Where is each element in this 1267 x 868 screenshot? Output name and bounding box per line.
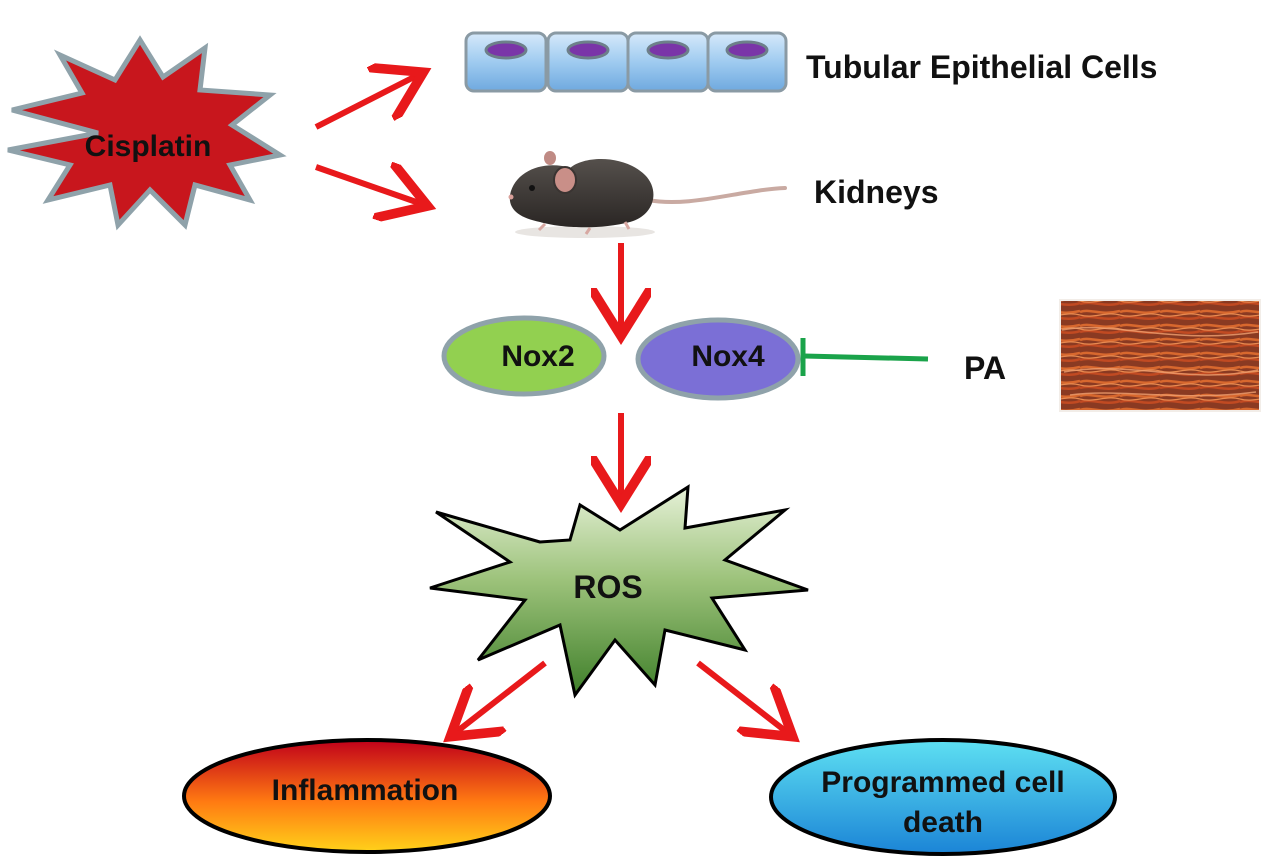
arrow-to-kidneys bbox=[315, 167, 422, 204]
nox2-node: Nox2 bbox=[441, 315, 607, 397]
pa-label: PA bbox=[964, 350, 1006, 386]
mouse-image bbox=[508, 151, 787, 238]
arrow-to-inflammation bbox=[455, 660, 547, 733]
inflammation-label: Inflammation bbox=[272, 774, 459, 807]
nox2-label: Nox2 bbox=[501, 340, 574, 373]
pcd-label-line1: Programmed cell bbox=[821, 766, 1064, 799]
arrow-to-pcd bbox=[696, 660, 788, 733]
nox4-node: Nox4 bbox=[635, 317, 801, 401]
inflammation-node: Inflammation bbox=[182, 738, 552, 854]
cisplatin-label: Cisplatin bbox=[85, 130, 212, 163]
kidneys-label: Kidneys bbox=[814, 174, 938, 210]
nox4-label: Nox4 bbox=[691, 340, 765, 373]
ros-starburst: ROS bbox=[429, 484, 809, 699]
tubular-epithelial-cells bbox=[464, 31, 788, 93]
pa-inhibition-line bbox=[800, 338, 929, 376]
pcd-label-line2: death bbox=[903, 806, 983, 839]
tubular-cells-label: Tubular Epithelial Cells bbox=[806, 49, 1157, 85]
ros-label: ROS bbox=[573, 569, 642, 605]
herb-root-image bbox=[1059, 299, 1261, 412]
arrow-to-cells bbox=[314, 75, 418, 130]
cisplatin-starburst: Cisplatin bbox=[7, 35, 287, 231]
programmed-cell-death-node: Programmed cell death bbox=[769, 738, 1117, 856]
